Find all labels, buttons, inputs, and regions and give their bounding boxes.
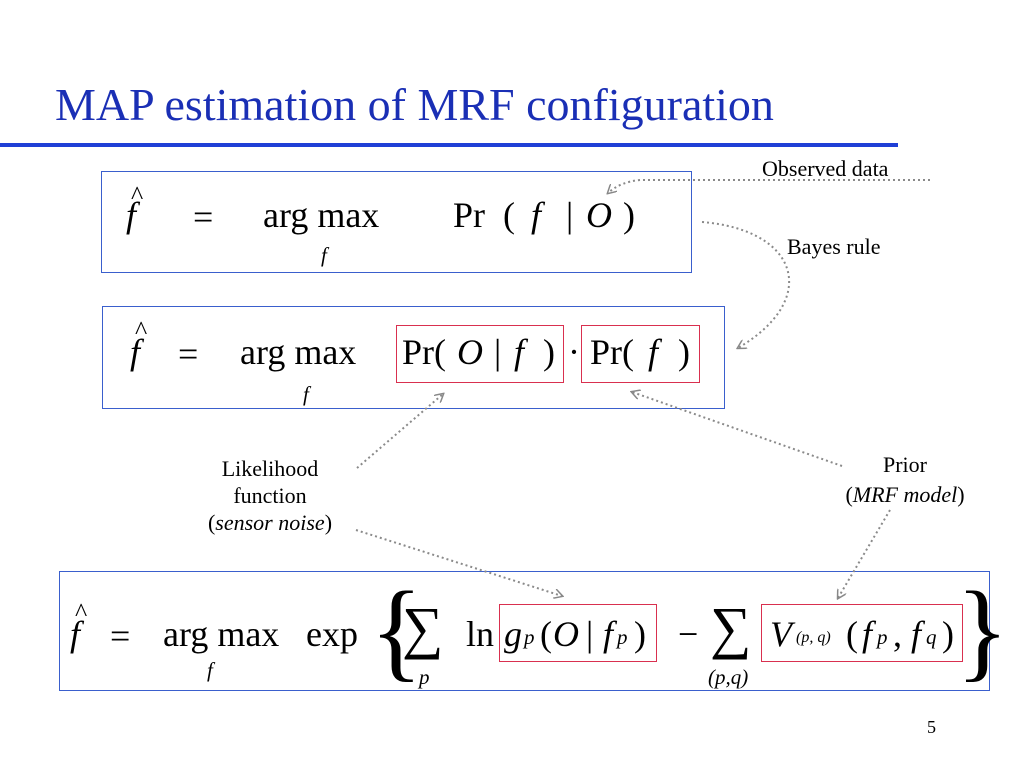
f-variable: f: [531, 195, 542, 235]
observation-O: O: [553, 614, 579, 654]
close-paren: ): [942, 614, 954, 654]
argmax-operator: arg max: [263, 195, 380, 235]
prior-term-box: [581, 325, 700, 383]
sensor-noise-text: sensor noise: [215, 510, 325, 535]
comma: ,: [893, 614, 902, 654]
minus-sign: −: [678, 614, 699, 654]
sum-subscript-p: p: [419, 665, 430, 689]
sum-subscript-pq: (p,q): [708, 665, 749, 689]
hat-symbol: ^: [131, 181, 144, 210]
equation-box-1: [101, 171, 692, 273]
equals-sign: =: [178, 334, 199, 374]
likelihood-line-1: Likelihood: [221, 456, 319, 481]
likelihood-line-3: (sensor noise): [207, 510, 333, 535]
f-hat: f: [70, 614, 81, 654]
argmax-operator: arg max: [163, 614, 280, 654]
argmax-operator: arg max: [240, 332, 357, 372]
potential-term-box: [761, 604, 963, 662]
prior-line-2: (MRF model): [845, 482, 965, 507]
equation-box-3: [59, 571, 990, 691]
title-underline: [0, 143, 898, 147]
f-variable: f: [514, 332, 525, 372]
pr-operator: Pr: [453, 195, 486, 235]
sum-symbol: ∑: [710, 595, 752, 660]
conditional-bar: |: [586, 614, 594, 654]
conditional-bar: |: [494, 332, 502, 372]
likelihood-arrow-up: [356, 394, 443, 469]
observed-data-arrow: [608, 179, 930, 193]
observation-O: O: [457, 332, 483, 372]
equals-sign: =: [193, 197, 214, 237]
log-likelihood-term-box: [499, 604, 657, 662]
v-subscript: (p, q): [796, 629, 831, 646]
exp-operator: exp: [306, 614, 358, 654]
g-subscript: p: [524, 625, 535, 649]
hat-symbol: ^: [75, 598, 88, 627]
bayes-rule-arrow: [701, 221, 791, 348]
f-variable: f: [603, 614, 614, 654]
likelihood-label: Likelihood function (sensor noise): [190, 458, 350, 534]
equation-1: ^ f = arg max f Pr ( f | O ): [101, 171, 692, 273]
close-paren: ): [678, 332, 690, 372]
f-hat: f: [126, 195, 137, 235]
f-hat: f: [130, 332, 141, 372]
pr-likelihood: Pr(: [402, 332, 446, 372]
ln-operator: ln: [466, 614, 495, 654]
open-paren: (: [846, 614, 858, 654]
product-dot: ·: [568, 332, 580, 372]
equation-3: ^ f = arg max f exp { ∑ p ln g p ( O | f…: [59, 569, 1009, 691]
f-variable: f: [862, 614, 873, 654]
open-paren: (: [503, 195, 515, 235]
equals-sign: =: [110, 616, 131, 656]
f-subscript-p: p: [617, 625, 628, 649]
slide-title: MAP estimation of MRF configuration: [55, 79, 774, 130]
g-function: g: [504, 614, 522, 654]
f-subscript-q: q: [926, 625, 937, 649]
prior-arrow-down: [838, 509, 891, 598]
argmax-subscript: f: [303, 382, 309, 406]
page-number: 5: [927, 717, 936, 737]
open-paren: (: [540, 614, 552, 654]
observation-O: O: [586, 195, 612, 235]
pr-prior: Pr(: [590, 332, 634, 372]
left-brace: {: [370, 569, 423, 691]
f-variable: f: [648, 332, 659, 372]
close-paren: ): [634, 614, 646, 654]
argmax-subscript: f: [207, 658, 213, 682]
likelihood-line-2: function: [233, 483, 307, 508]
close-paren: ): [543, 332, 555, 372]
v-potential: V: [770, 614, 792, 654]
hat-symbol: ^: [135, 316, 148, 345]
close-paren: ): [623, 195, 635, 235]
bayes-rule-label: Bayes rule: [787, 234, 881, 259]
f-variable: f: [911, 614, 922, 654]
f-subscript-p: p: [877, 625, 888, 649]
right-brace: }: [956, 569, 1009, 691]
mrf-model-text: MRF model: [852, 482, 958, 507]
equation-box-2: [102, 306, 725, 409]
prior-arrow-up: [632, 392, 843, 467]
prior-label: Prior (MRF model): [820, 454, 990, 506]
likelihood-arrow-down: [355, 529, 562, 596]
prior-line-1: Prior: [883, 452, 927, 477]
observed-data-label: Observed data: [762, 156, 889, 181]
likelihood-term-box: [396, 325, 564, 383]
equation-2: ^ f = arg max f Pr( O | f ) · Pr( f ): [102, 306, 725, 409]
sum-symbol: ∑: [402, 595, 444, 660]
conditional-bar: |: [566, 195, 574, 235]
argmax-subscript: f: [321, 243, 327, 267]
